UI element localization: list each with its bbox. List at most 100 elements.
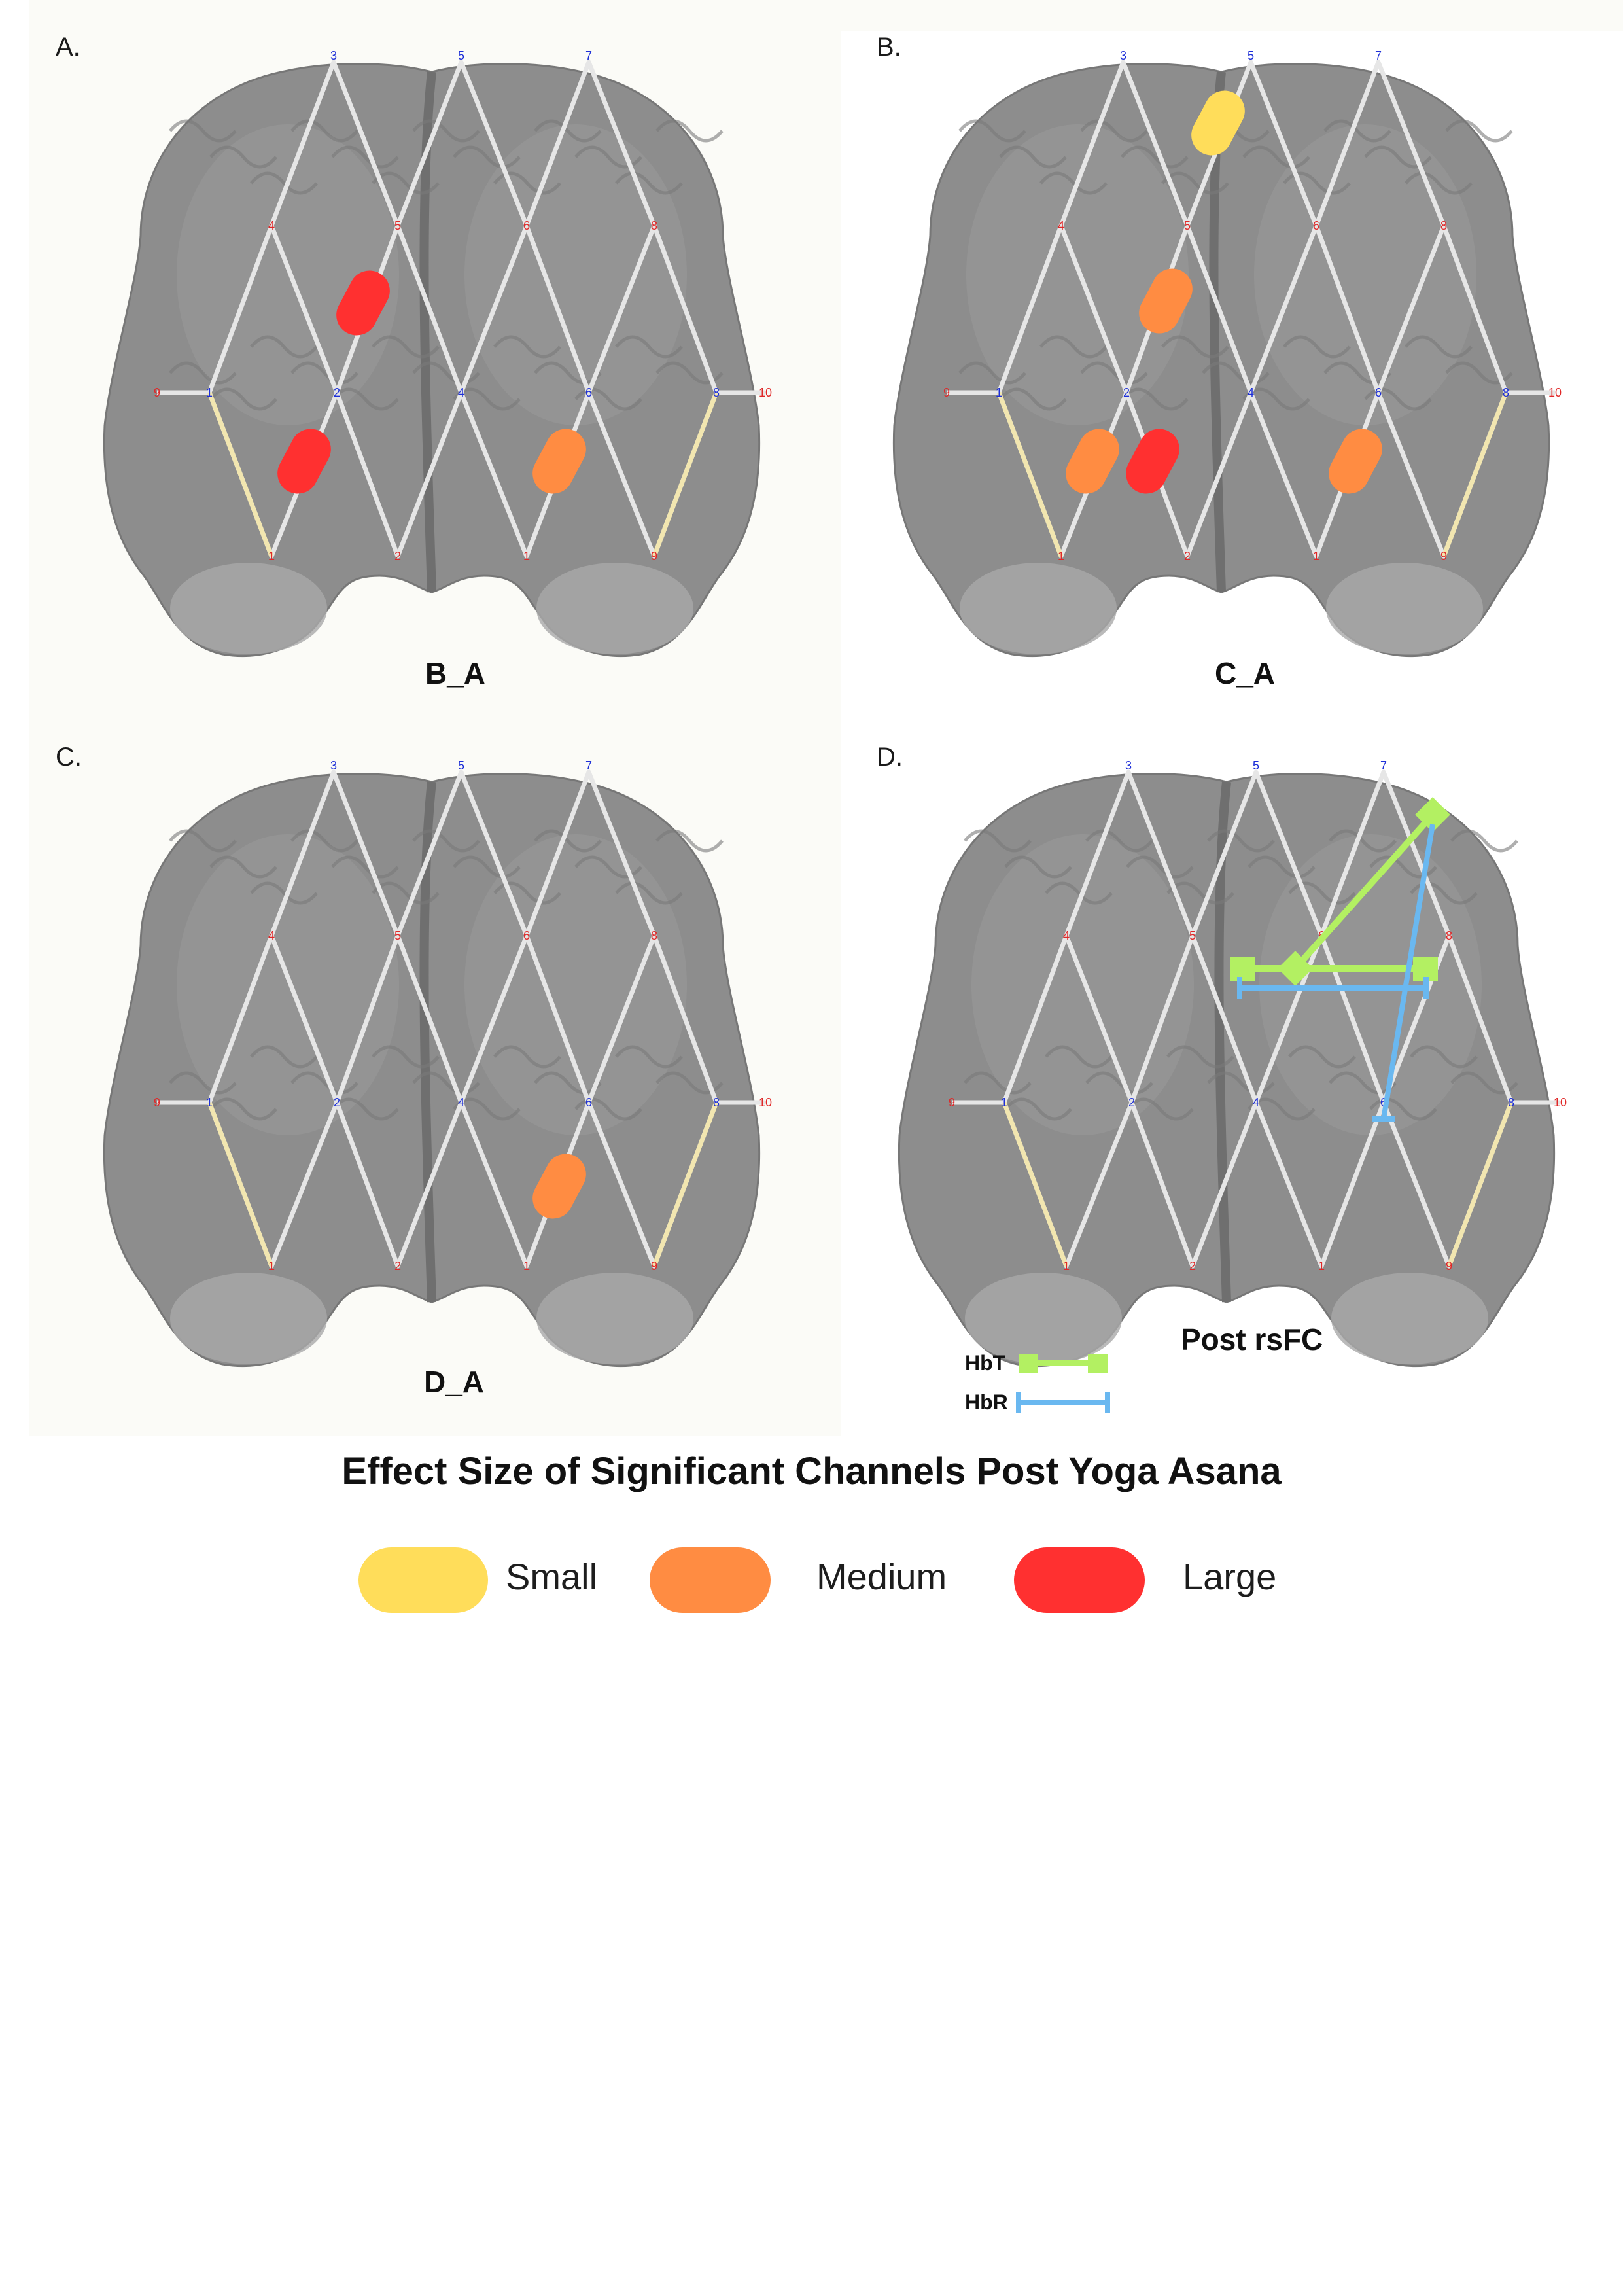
gyrus-texture: [493, 335, 561, 359]
legend-label-medium: Medium: [816, 1556, 947, 1597]
detector-label: 2: [334, 386, 340, 399]
gyrus-texture: [372, 1045, 440, 1069]
channel-line: [1058, 223, 1129, 395]
detector-label: 1: [206, 386, 213, 399]
source-label: 6: [1313, 219, 1319, 232]
hbt-connection: [1293, 812, 1435, 971]
detector-label: 4: [458, 386, 464, 399]
legend-swatch-large: [1014, 1547, 1145, 1613]
channel-line: [395, 60, 464, 228]
channel-line: [1248, 223, 1319, 395]
channel-line: [459, 223, 529, 395]
channel-line: [459, 390, 529, 559]
gyrus-texture: [534, 829, 602, 853]
channel-blob-medium: [532, 429, 586, 494]
channel-line: [1248, 390, 1319, 559]
condition-label: D_A: [424, 1365, 485, 1399]
channel-blob-large: [1126, 429, 1179, 494]
source-label: 1: [1058, 550, 1064, 563]
channel-line: [524, 60, 591, 228]
gyrus-texture: [1085, 1071, 1153, 1095]
channel-line-tinted: [207, 391, 274, 557]
channel-blob-small: [1191, 90, 1245, 156]
channel-line: [1381, 769, 1452, 938]
gyrus-texture: [250, 1045, 318, 1069]
gyrus-texture: [169, 361, 237, 385]
detector-label: 5: [1253, 759, 1259, 772]
detector-label: 2: [334, 1096, 340, 1109]
gyrus-texture: [1288, 1045, 1356, 1069]
source-label: 8: [651, 929, 657, 942]
channel-line: [269, 933, 340, 1105]
gyrus-texture: [290, 829, 358, 853]
channel-line: [331, 769, 400, 938]
channel-line: [1190, 933, 1259, 1105]
gyrus-texture: [1364, 387, 1432, 411]
right-hemisphere-shade: [464, 124, 687, 425]
gyrus-texture: [250, 881, 318, 905]
channel-line: [1376, 223, 1446, 395]
channel-line: [1064, 1100, 1134, 1269]
source-label: 9: [154, 1096, 160, 1109]
detector-label: 3: [1120, 49, 1126, 62]
gyrus-texture: [372, 335, 440, 359]
channel-line: [1002, 933, 1069, 1105]
gyrus-texture: [412, 119, 480, 143]
channel-line: [334, 390, 400, 559]
source-label: 9: [943, 386, 950, 399]
gyrus-texture: [209, 387, 277, 411]
hbt-legend-line: [1019, 1354, 1108, 1373]
hbr-connection: [1381, 824, 1435, 1120]
left-hemisphere-shade: [177, 834, 399, 1135]
gyrus-texture: [493, 1045, 561, 1069]
gyrus-texture: [1405, 335, 1473, 359]
source-label: 5: [1184, 219, 1191, 232]
channel-line: [334, 933, 400, 1105]
channel-blob-large: [277, 429, 331, 494]
source-label: 5: [394, 219, 401, 232]
legend-label-large: Large: [1183, 1556, 1277, 1597]
gyrus-texture: [331, 1097, 399, 1121]
source-label: 1: [523, 550, 530, 563]
channel-line: [1253, 769, 1324, 938]
detector-label: 3: [330, 49, 337, 62]
detector-label: 3: [330, 759, 337, 772]
source-label: 1: [523, 1260, 530, 1273]
gyrus-texture: [1329, 829, 1397, 853]
channel-blob-shape: [1139, 268, 1193, 334]
gyrus-texture: [1445, 119, 1513, 143]
gyrus-texture: [1166, 1045, 1234, 1069]
gyrus-texture: [250, 171, 318, 195]
channel-line: [1190, 769, 1259, 938]
channel-blob-medium: [532, 1154, 586, 1219]
detector-label: 1: [206, 1096, 213, 1109]
right-hemisphere-shade: [464, 834, 687, 1135]
gyrus-texture: [290, 119, 358, 143]
gyrus-texture: [331, 145, 399, 169]
channel-blob-shape: [532, 1154, 586, 1219]
source-label: 8: [1446, 929, 1452, 942]
channel-line-tinted: [996, 391, 1064, 557]
channel-line: [269, 769, 336, 938]
channel-line: [1253, 933, 1324, 1105]
channel-line: [524, 933, 591, 1105]
channel-line: [1129, 1100, 1195, 1269]
gyrus-texture: [574, 1097, 642, 1121]
channel-line: [1253, 1100, 1324, 1269]
gyrus-texture: [1080, 119, 1148, 143]
gyrus-texture: [209, 855, 277, 879]
source-label: 2: [394, 1260, 401, 1273]
detector-label: 1: [996, 386, 1002, 399]
gyrus-texture: [1166, 881, 1234, 905]
condition-label: B_A: [425, 656, 486, 690]
detector-label: 4: [1253, 1096, 1259, 1109]
gyrus-texture: [1085, 829, 1153, 853]
channel-line: [207, 933, 274, 1105]
source-label: 4: [268, 929, 275, 942]
gyrus-texture: [1004, 855, 1072, 879]
